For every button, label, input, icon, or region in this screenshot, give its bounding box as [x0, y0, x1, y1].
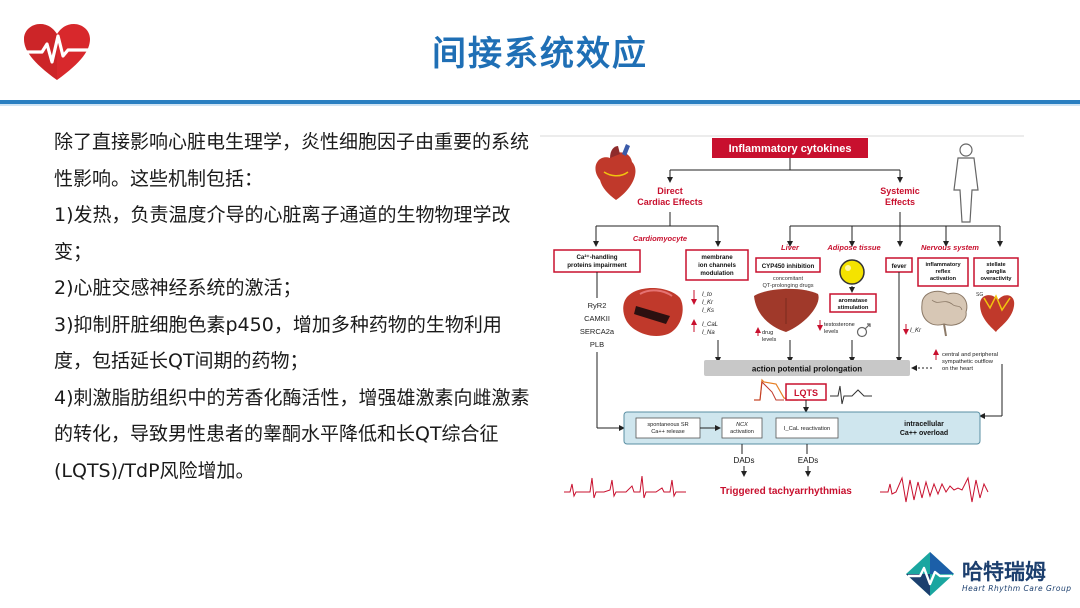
ca-protein-camkii: CAMKII [584, 314, 610, 323]
eads-label: EADs [798, 456, 818, 465]
cytokines-box [712, 138, 868, 158]
intro-paragraph: 除了直接影响心脏电生理学，炎性细胞因子由重要的系统性影响。这些机制包括： [54, 131, 530, 190]
page-title: 间接系统效应 [432, 34, 648, 74]
sg-label: SG [976, 292, 983, 298]
brain-icon [921, 290, 968, 337]
cytokines-label: Inflammatory cytokines [729, 143, 852, 155]
lqts-label: LQTS [794, 388, 818, 398]
channel-ical: I_CaL [702, 322, 718, 328]
ecg-right-trace [880, 476, 989, 503]
brand-logo: 哈特瑞姆 Heart Rhythm Care Group [904, 550, 1074, 602]
cyp450-box [755, 257, 821, 273]
channel-list: I_to I_Kr I_Ks I_CaL I_Na [691, 290, 718, 336]
fever-ikr-label: I_Kr [910, 328, 922, 334]
header-divider [0, 100, 1080, 104]
channel-iks: I_Ks [702, 308, 714, 314]
body-text: 除了直接影响心脏电生理学，炎性细胞因子由重要的系统性影响。这些机制包括： 1)发… [54, 124, 534, 489]
brand-mark-icon [906, 552, 954, 596]
channel-ikr: I_Kr [702, 300, 714, 306]
human-figure-icon [953, 143, 979, 223]
cardiomyocyte-label: Cardiomyocyte [633, 234, 687, 243]
ecg-small-icon [830, 385, 872, 405]
dads-label: DADs [734, 456, 755, 465]
ap-prolongation-box [704, 360, 910, 376]
mechanism-4: 4)刺激脂肪组织中的芳香化酶活性，增强雄激素向雌激素的转化，导致男性患者的睾酮水… [54, 386, 530, 482]
nervous-system-label: Nervous system [921, 243, 979, 252]
innervated-heart-icon: SG [976, 292, 1015, 332]
male-symbol-icon [856, 323, 871, 338]
channel-ito: I_to [702, 292, 713, 298]
sr-release-box [635, 417, 701, 439]
brand-subtitle: Heart Rhythm Care Group [962, 584, 1072, 593]
mechanism-1: 1)发热，负责温度介导的心脏离子通道的生物物理学改变； [54, 204, 511, 263]
ical-reactivation-label: I_CaL reactivation [784, 426, 831, 432]
ca-protein-ryr2: RyR2 [588, 301, 607, 310]
ca-protein-plb: PLB [590, 340, 604, 349]
fever-label: fever [892, 263, 907, 270]
myocyte-tissue-icon [623, 287, 683, 337]
channel-ina: I_Na [702, 330, 715, 336]
ap-prolongation-label: action potential prolongation [752, 365, 862, 374]
heart-anatomy-icon [595, 144, 636, 200]
aromatase-box [829, 293, 877, 313]
inflammatory-reflex-box [917, 257, 969, 287]
cyp450-label: CYP450 inhibition [762, 263, 815, 270]
ncx-box [721, 417, 763, 439]
membrane-channels-box [685, 249, 749, 281]
ical-reactivation-box [775, 417, 839, 439]
adipose-label: Adipose tissue [826, 243, 880, 252]
triggered-tachyarrhythmias-label: Triggered tachyarrhythmias [720, 486, 852, 497]
heart-logo-icon [24, 24, 90, 80]
brand-name: 哈特瑞姆 [962, 560, 1046, 584]
liver-label: Liver [781, 243, 800, 252]
header-divider-light [0, 104, 1080, 106]
ca-protein-serca2a: SERCA2a [580, 327, 615, 336]
mechanism-3: 3)抑制肝脏细胞色素p450，增加多种药物的生物利用度，包括延长QT间期的药物； [54, 313, 502, 373]
stellate-ganglia-box [973, 257, 1019, 287]
ecg-left-trace [564, 475, 686, 499]
adipose-cell-icon [839, 259, 865, 285]
liver-icon [754, 288, 819, 332]
mechanism-2: 2)心脏交感神经系统的激活； [54, 277, 302, 299]
